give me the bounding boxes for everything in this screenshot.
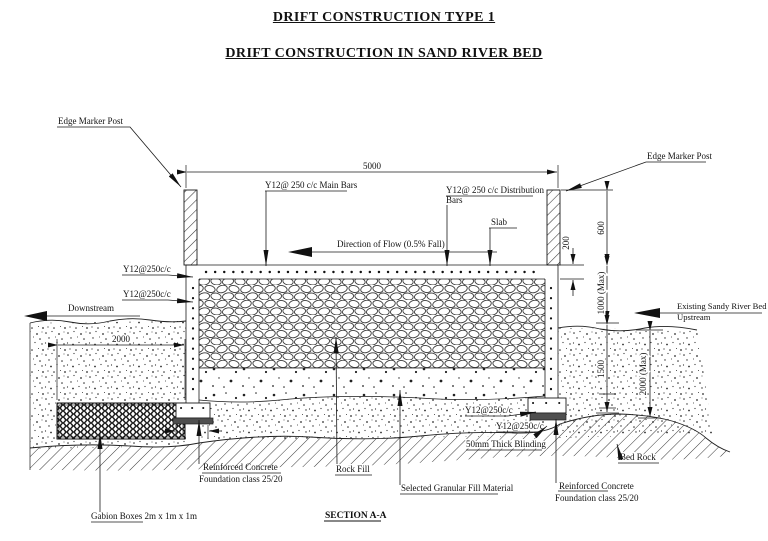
sand-middle [199, 396, 545, 440]
riverbed-line-upstream [557, 325, 698, 332]
label-rebar-left-bottom: Y12@250c/c [123, 289, 171, 299]
drawing-title-text: DRIFT CONSTRUCTION TYPE 1 [272, 10, 496, 25]
label-distribution-bars-2: Bars [446, 195, 463, 205]
upstream-arrow-icon [634, 308, 660, 318]
leader-rebar-right-top [465, 411, 537, 417]
leader-rock-fill [333, 336, 339, 465]
downstream-arrow-icon [24, 311, 47, 321]
label-existing-bed-2: Upstream [677, 312, 711, 322]
label-edge-marker-post-right: Edge Marker Post [647, 151, 712, 161]
label-existing-bed-1: Existing Sandy River Bed [677, 301, 767, 311]
leader-rebar-left-bottom [122, 298, 194, 304]
dim-slab-thickness: 200 [561, 236, 571, 250]
dim-gabion-width: 2000 [112, 334, 131, 344]
dim-bedrock-depth: 2000 (Max) [638, 353, 648, 396]
label-blinding: 50mm Thick Blinding [466, 439, 546, 449]
edge-marker-post-right [546, 189, 561, 266]
label-downstream: Downstream [68, 303, 114, 313]
label-main-bars: Y12@ 250 c/c Main Bars [265, 180, 358, 190]
drawing-subtitle: DRIFT CONSTRUCTION IN SAND RIVER BED [0, 46, 768, 62]
foundation-right-blinding [529, 412, 567, 421]
leader-rebar-right-bottom [496, 425, 548, 439]
label-foundation-right-1: Reinforced Concrete [559, 481, 634, 491]
dimension-lines: 5000 200 600 1000 (Max) 1500 [48, 160, 663, 437]
label-bed-rock: Bed Rock [620, 452, 656, 462]
leader-rebar-left-top [122, 273, 194, 279]
foundation-left-footing [175, 402, 211, 419]
granular-fill-area [199, 368, 545, 402]
leader-bed-rock [616, 443, 624, 461]
label-rebar-right-top: Y12@250c/c [465, 405, 513, 415]
label-slab: Slab [491, 217, 508, 227]
riverbed-line-downstream [29, 318, 187, 325]
leader-edge-marker-post-right [565, 161, 706, 192]
drawing-subtitle-text: DRIFT CONSTRUCTION IN SAND RIVER BED [225, 46, 543, 61]
annotations: Edge Marker Post Edge Marker Post Y12@ 2… [24, 116, 767, 523]
label-foundation-right-2: Foundation class 25/20 [555, 493, 639, 503]
label-rebar-right-bottom: Y12@250c/c [496, 421, 544, 431]
flow-arrow-icon [288, 247, 312, 257]
drawing-title: DRIFT CONSTRUCTION TYPE 1 [0, 10, 768, 26]
gabion-box [56, 402, 186, 440]
foundation-left-blinding [172, 417, 214, 425]
foundation-right-footing [527, 397, 567, 414]
dim-span: 5000 [363, 161, 382, 171]
section-title: SECTION A-A [325, 511, 387, 521]
granular-fill-bottom [198, 395, 546, 403]
sand-right [558, 328, 713, 438]
label-granular-fill: Selected Granular Fill Material [401, 483, 514, 493]
label-foundation-left-2: Foundation class 25/20 [199, 474, 283, 484]
label-edge-marker-post-left: Edge Marker Post [58, 116, 123, 126]
bed-rock-surface [29, 413, 731, 453]
label-rebar-left-top: Y12@250c/c [123, 264, 171, 274]
label-rock-fill: Rock Fill [336, 464, 370, 474]
dim-foundation-depth: 1500 [596, 360, 606, 379]
label-foundation-left-1: Reinforced Concrete [203, 462, 278, 472]
dim-post-height: 600 [596, 221, 606, 235]
edge-marker-post-left [183, 189, 198, 266]
rock-fill-area [199, 279, 545, 368]
structure [56, 189, 567, 440]
label-gabion: Gabion Boxes 2m x 1m x 1m [91, 511, 197, 521]
leader-edge-marker-post-left [57, 126, 182, 188]
label-distribution-bars-1: Y12@ 250 c/c Distribution [446, 185, 545, 195]
dim-upstream-depth: 1000 (Max) [596, 272, 606, 315]
label-direction-of-flow: Direction of Flow (0.5% Fall) [337, 239, 445, 249]
